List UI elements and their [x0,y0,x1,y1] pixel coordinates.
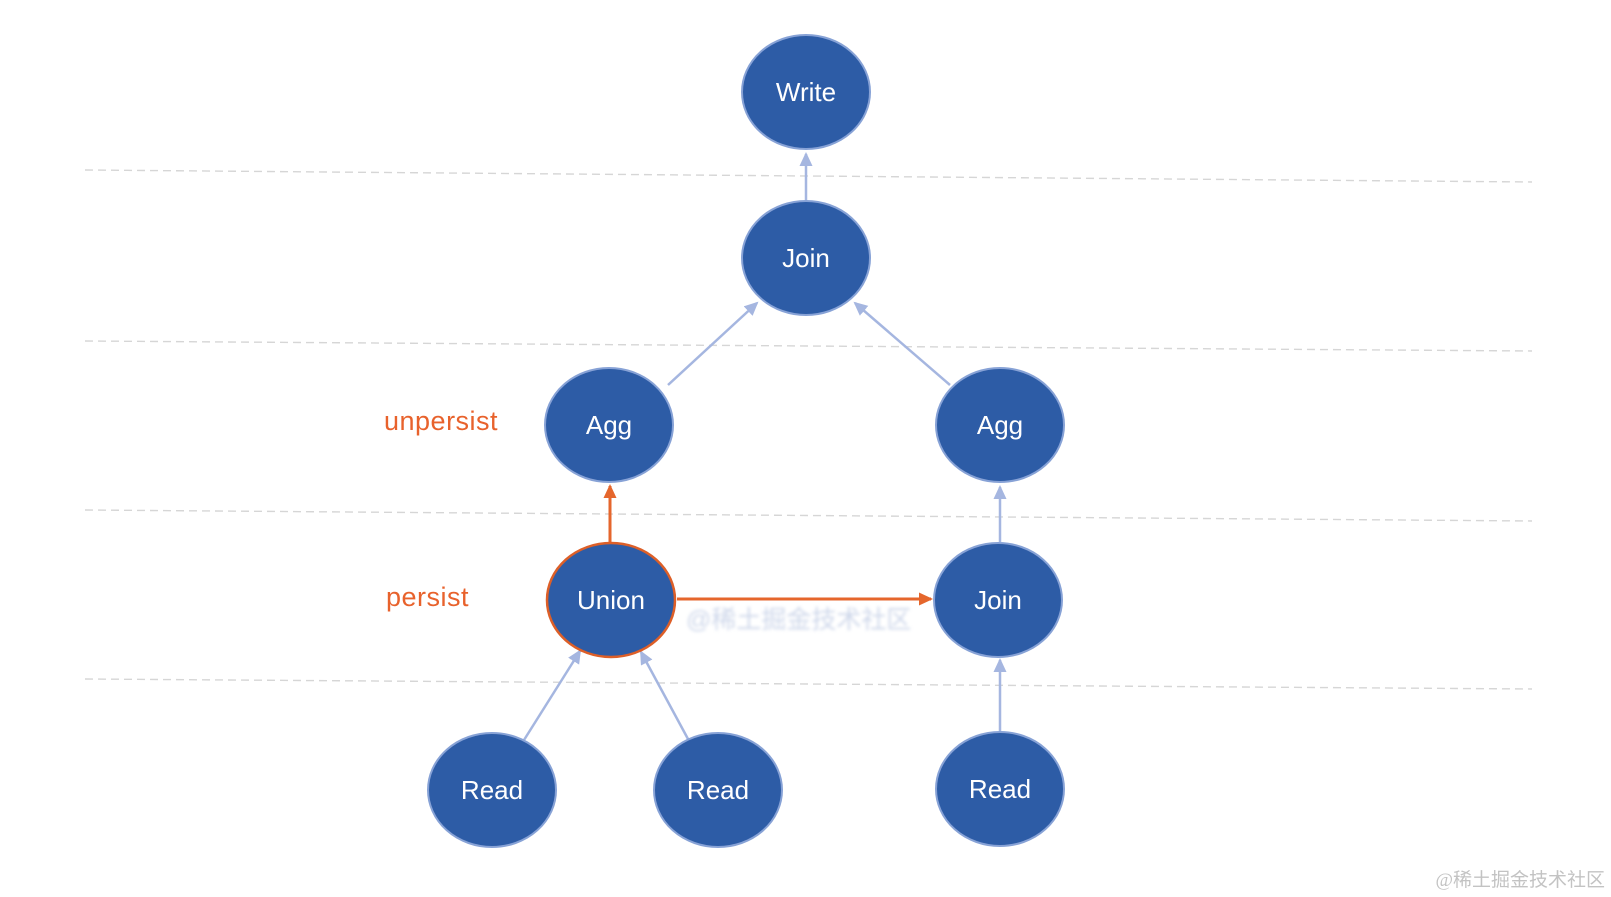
node-join-top: Join [741,200,871,316]
node-join-top-label: Join [782,243,830,273]
node-read-1: Read [427,732,557,848]
node-read-1-label: Read [461,775,523,805]
edge-agg-left-to-join-top [667,301,759,386]
node-write: Write [741,34,871,150]
node-read-2-label: Read [687,775,749,805]
stage-label-persist: persist [386,582,470,612]
node-agg-right: Agg [935,367,1065,483]
node-read-3-label: Read [969,774,1031,804]
stage-divider-line-3 [84,509,1533,522]
node-read-2: Read [653,732,783,848]
stage-divider-line-4 [84,678,1533,690]
node-read-3-ellipse [935,731,1065,847]
node-agg-right-ellipse [935,367,1065,483]
node-agg-right-label: Agg [977,410,1023,440]
node-agg-left-label: Agg [586,410,632,440]
stage-divider-line-1 [84,169,1533,183]
watermark-text: @稀土掘金技术社区 [1435,870,1606,891]
node-agg-left-ellipse [544,367,674,483]
stage-label-unpersist: unpersist [384,406,499,436]
node-read-2-ellipse [653,732,783,848]
edge-read-1-to-union [522,649,582,741]
stage-divider-line-2 [84,340,1533,352]
node-agg-left: Agg [544,367,674,483]
node-read-3: Read [935,731,1065,847]
edge-read-2-to-union [639,650,690,740]
node-union-label: Union [577,585,645,615]
node-union: Union [545,541,677,659]
node-write-ellipse [741,34,871,150]
node-union-ellipse [545,541,677,659]
node-join-top-ellipse [741,200,871,316]
node-join-right: Join [933,542,1063,658]
node-join-right-ellipse [933,542,1063,658]
node-write-label: Write [776,77,836,107]
node-join-right-label: Join [974,585,1022,615]
edge-agg-right-to-join-top [853,301,951,386]
node-read-1-ellipse [427,732,557,848]
